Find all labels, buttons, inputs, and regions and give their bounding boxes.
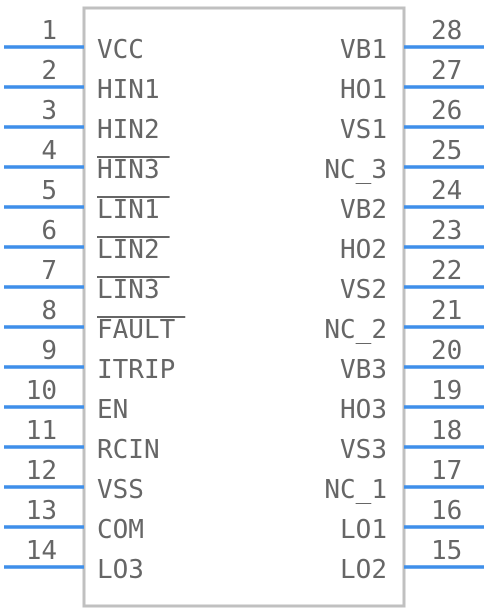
pin-name: LO3 <box>97 555 144 585</box>
pin-name: HO3 <box>340 395 387 425</box>
pin-number: 27 <box>431 56 462 86</box>
pin-name: LIN1 <box>97 195 160 225</box>
pin-name: VB3 <box>340 355 387 385</box>
pin-name: NC_1 <box>324 475 387 505</box>
pin-name: LIN2 <box>97 235 160 265</box>
pin-number: 1 <box>41 16 57 46</box>
pin-number: 2 <box>41 56 57 86</box>
pin-number: 20 <box>431 336 462 366</box>
pin-number: 9 <box>41 336 57 366</box>
pin-number: 15 <box>431 536 462 566</box>
pin-name: VSS <box>97 475 144 505</box>
pin-number: 4 <box>41 136 57 166</box>
pin-number: 6 <box>41 216 57 246</box>
pin-number: 10 <box>26 376 57 406</box>
pin-number: 13 <box>26 496 57 526</box>
pin-name: VS2 <box>340 275 387 305</box>
pin-number: 11 <box>26 416 57 446</box>
pin-name: VS3 <box>340 435 387 465</box>
pin-number: 16 <box>431 496 462 526</box>
pin-number: 21 <box>431 296 462 326</box>
pin-number: 8 <box>41 296 57 326</box>
component-body <box>82 6 406 608</box>
pin-name: ITRIP <box>97 355 175 385</box>
pin-number: 14 <box>26 536 57 566</box>
pin-number: 5 <box>41 176 57 206</box>
pin-number: 28 <box>431 16 462 46</box>
pin-number: 19 <box>431 376 462 406</box>
pin-number: 25 <box>431 136 462 166</box>
pin-number: 18 <box>431 416 462 446</box>
pin-name: NC_2 <box>324 315 387 345</box>
pin-number: 24 <box>431 176 462 206</box>
pin-name: VB1 <box>340 35 387 65</box>
pin-name: VS1 <box>340 115 387 145</box>
pin-name: VB2 <box>340 195 387 225</box>
right-pin-group: 28VB127HO126VS125NC_324VB223HO222VS221NC… <box>324 16 484 585</box>
pin-number: 3 <box>41 96 57 126</box>
pin-name: LIN3 <box>97 275 160 305</box>
left-pin-group: 1VCC2HIN13HIN24HIN35LIN16LIN27LIN38FAULT… <box>4 16 186 585</box>
pin-name: HO1 <box>340 75 387 105</box>
pin-name: COM <box>97 515 144 545</box>
pin-number: 23 <box>431 216 462 246</box>
pin-name: RCIN <box>97 435 160 465</box>
pin-name: HIN2 <box>97 115 160 145</box>
pin-name: HIN3 <box>97 155 160 185</box>
pin-number: 7 <box>41 256 57 286</box>
pin-name: LO1 <box>340 515 387 545</box>
pin-name: FAULT <box>97 315 176 345</box>
pin-number: 26 <box>431 96 462 126</box>
pin-number: 22 <box>431 256 462 286</box>
pin-number: 12 <box>26 456 57 486</box>
pin-name: NC_3 <box>324 155 387 185</box>
pin-name: VCC <box>97 35 144 65</box>
pin-name: HIN1 <box>97 75 160 105</box>
pin-number: 17 <box>431 456 462 486</box>
pin-name: LO2 <box>340 555 387 585</box>
pin-name: HO2 <box>340 235 387 265</box>
pin-name: EN <box>97 395 128 425</box>
